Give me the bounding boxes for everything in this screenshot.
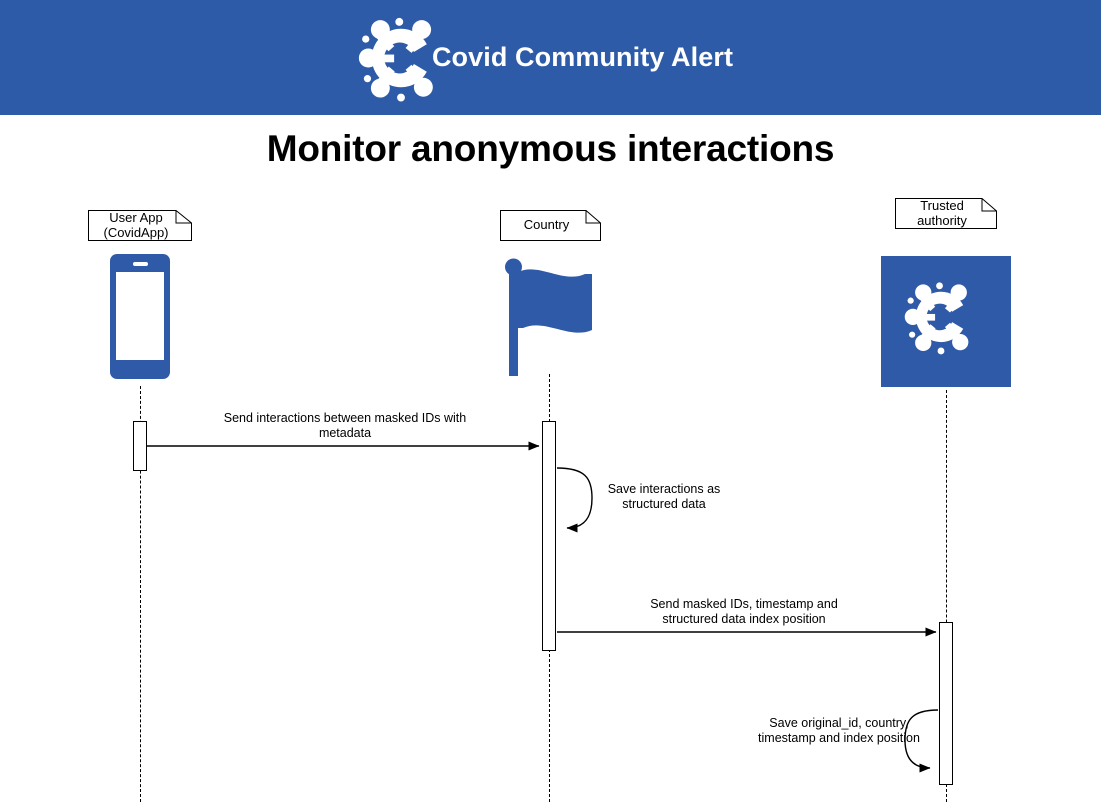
actor-box-country[interactable]: Country — [500, 210, 601, 241]
brand: Covid Community Alert — [358, 8, 737, 108]
app-header: Covid Community Alert — [0, 0, 1101, 115]
actor-label-trusted-authority: Trusted authority — [917, 197, 967, 228]
note-shape-icon — [895, 198, 997, 229]
message-label-2: Save interactions as structured data — [607, 482, 721, 511]
brand-name: Covid Community Alert — [431, 42, 734, 72]
actor-box-trusted-authority[interactable]: Trusted authority — [895, 198, 997, 229]
covid-virus-c-logo-icon — [881, 256, 1011, 387]
actor-label-user-app: User App (CovidApp) — [103, 209, 169, 240]
activation-bar-trusted-authority — [939, 622, 953, 785]
lifeline-trusted-authority — [946, 390, 947, 802]
activation-bar-country — [542, 421, 556, 651]
note-shape-icon — [500, 210, 601, 241]
message-label-4: Save original_id, country, timestamp and… — [758, 716, 920, 745]
actor-box-user-app[interactable]: User App (CovidApp) — [88, 210, 192, 241]
actor-label-country: Country — [523, 217, 570, 233]
flag-icon — [505, 258, 592, 376]
message-label-3: Send masked IDs, timestamp and structure… — [650, 597, 838, 626]
covid-virus-c-logo-icon — [358, 17, 433, 102]
note-shape-icon — [88, 210, 192, 241]
smartphone-icon — [110, 254, 170, 379]
activation-bar-user-app — [133, 421, 147, 471]
message-label-1: Send interactions between masked IDs wit… — [223, 411, 467, 440]
message-arrow-2-self — [556, 467, 593, 533]
lifeline-user-app — [140, 386, 141, 802]
page-title: Monitor anonymous interactions — [266, 128, 835, 169]
